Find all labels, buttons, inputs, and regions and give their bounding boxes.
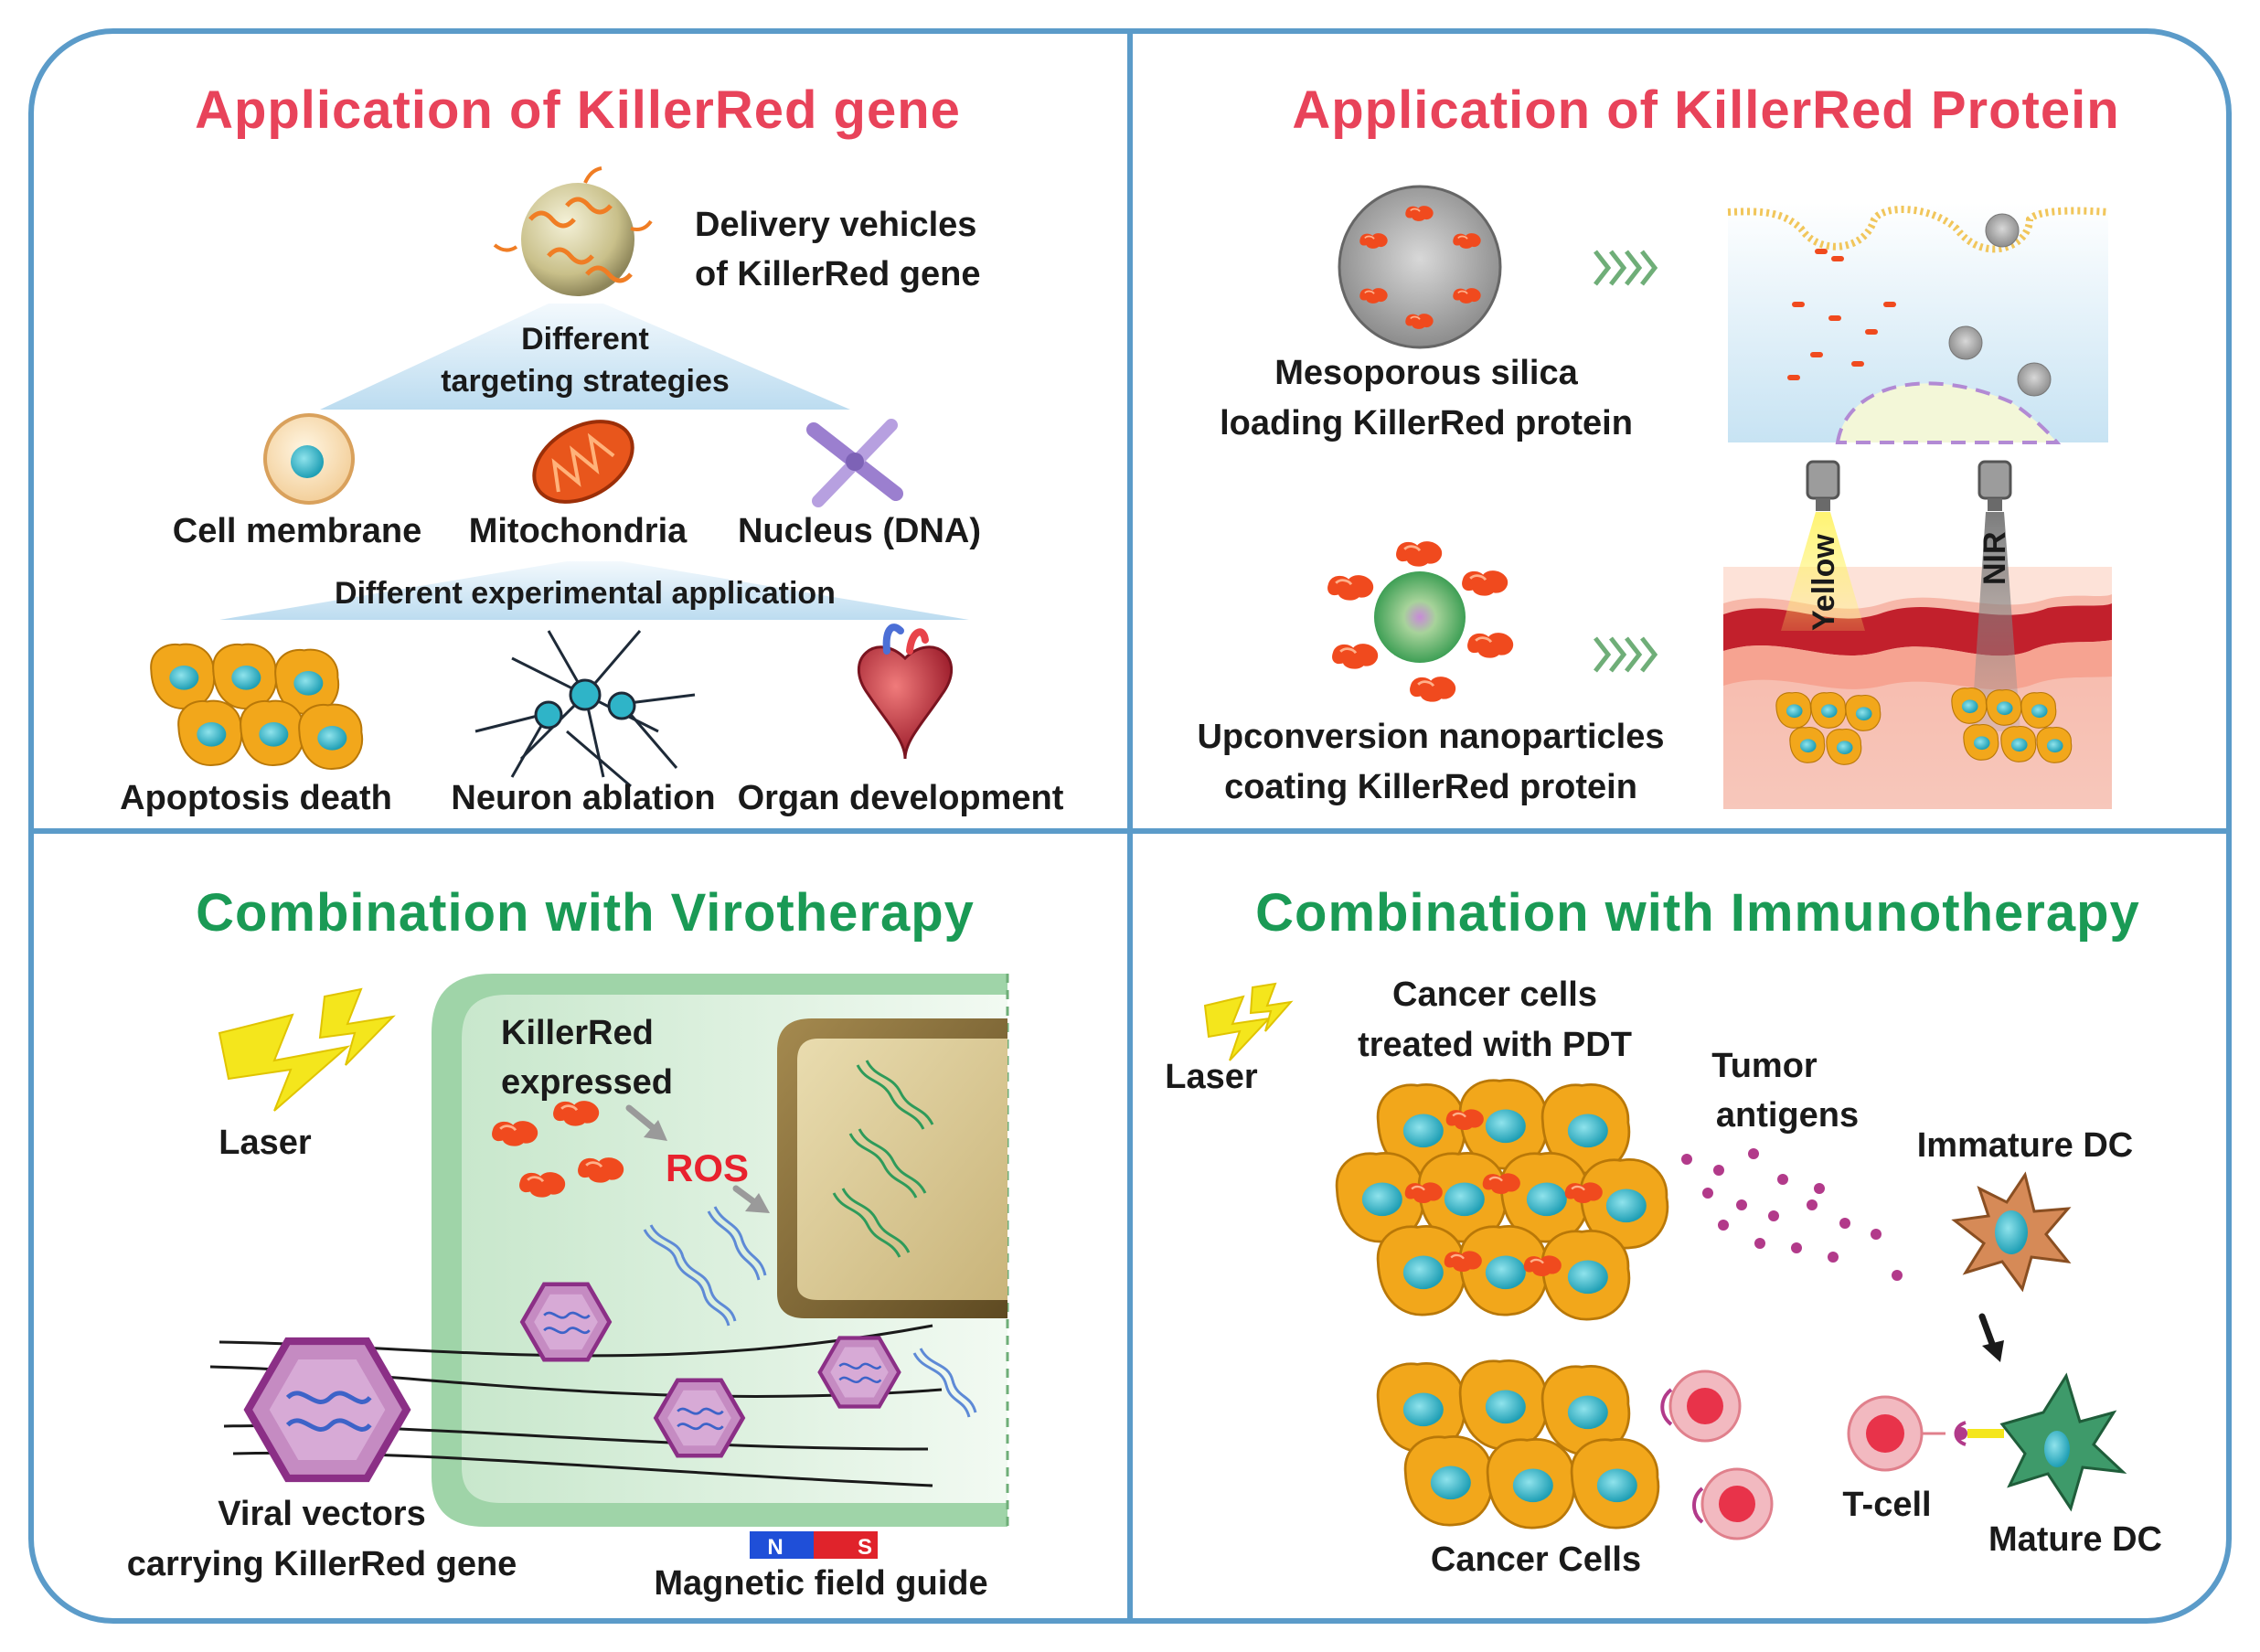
application-apoptosis: Apoptosis death bbox=[120, 779, 392, 817]
magnet-icon bbox=[750, 1531, 878, 1559]
arrow-chevrons-bottom-icon bbox=[1594, 636, 1658, 673]
viral-vector-cell-3-icon bbox=[820, 1338, 900, 1407]
t-cell-attacking-1-icon bbox=[1660, 1370, 1742, 1443]
laser-bolt-icon bbox=[218, 987, 396, 1112]
experimental-application-banner bbox=[219, 561, 969, 620]
delivery-vehicle-icon bbox=[493, 166, 653, 296]
application-organ: Organ development bbox=[738, 779, 1064, 817]
tissue-irradiation-scene bbox=[1723, 567, 2112, 809]
immuno-laser-bolt-icon bbox=[1203, 982, 1294, 1061]
mitochondria-icon bbox=[532, 420, 634, 504]
target-mitochondria: Mitochondria bbox=[469, 512, 688, 550]
mature-dc-label: Mature DC bbox=[1988, 1520, 2162, 1559]
tumor-antigen-dots bbox=[1681, 1148, 1903, 1281]
magnet-n-label: N bbox=[767, 1535, 783, 1560]
free-dna-strands-icon bbox=[643, 1206, 977, 1418]
panel-immuno-title: Combination with Immunotherapy bbox=[1255, 883, 2140, 943]
arrowhead-to-ros-icon bbox=[644, 1120, 667, 1141]
t-cell-icon bbox=[1847, 1395, 1967, 1472]
magnet-s-label: S bbox=[858, 1535, 872, 1560]
t-cell-attacking-2-icon bbox=[1692, 1467, 1774, 1540]
nucleus-box-icon bbox=[777, 1018, 1007, 1318]
application-neuron: Neuron ablation bbox=[451, 779, 715, 817]
cell-membrane-icon bbox=[263, 413, 355, 505]
target-cell-membrane: Cell membrane bbox=[173, 512, 421, 550]
upconversion-nanoparticle-icon bbox=[1326, 539, 1515, 704]
ros-label: ROS bbox=[666, 1146, 749, 1189]
viral-vector-cell-2-icon bbox=[656, 1380, 742, 1456]
yellow-light-label: Yellow bbox=[1807, 534, 1841, 631]
neuron-icon bbox=[474, 630, 696, 788]
panel-viro-title: Combination with Virotherapy bbox=[196, 883, 975, 943]
targeting-label-line1: Different bbox=[521, 322, 649, 357]
silica-label-line1: Mesoporous silica bbox=[1274, 354, 1578, 392]
dc-maturation-arrowhead-icon bbox=[1982, 1340, 2004, 1362]
target-nucleus: Nucleus (DNA) bbox=[738, 512, 981, 550]
nir-light-label: NIR bbox=[1978, 531, 2012, 585]
panel-killerred-gene: Application of KillerRed gene Delivery v… bbox=[120, 80, 1064, 817]
application-label: Different experimental application bbox=[335, 576, 836, 611]
t-cell-label: T-cell bbox=[1842, 1486, 1931, 1524]
cancer-cells-label: Cancer Cells bbox=[1431, 1540, 1641, 1579]
immature-dc-icon bbox=[1951, 1171, 2072, 1293]
panel-protein-title: Application of KillerRed Protein bbox=[1292, 80, 2119, 140]
delivery-label-line1: Delivery vehicles bbox=[695, 206, 976, 244]
yellow-light-source-icon bbox=[1781, 460, 1865, 631]
ucnp-label-line1: Upconversion nanoparticles bbox=[1197, 718, 1664, 756]
immature-dc-label: Immature DC bbox=[1917, 1126, 2134, 1165]
panel-immunotherapy: Combination with Immunotherapy Laser Can… bbox=[1165, 883, 2162, 1579]
immuno-laser-label: Laser bbox=[1165, 1058, 1258, 1096]
magnetic-field-label: Magnetic field guide bbox=[654, 1564, 987, 1603]
ucnp-label-line2: coating KillerRed protein bbox=[1224, 768, 1637, 806]
chromosome-icon bbox=[806, 419, 903, 507]
panel-killerred-protein: Application of KillerRed Protein Mesopor… bbox=[1197, 80, 2119, 809]
panel-virotherapy: Combination with Virotherapy Laser bbox=[127, 883, 1009, 1603]
pdt-treated-tumor-cluster bbox=[1335, 1078, 1669, 1321]
nir-light-source-icon bbox=[1971, 460, 2020, 731]
viral-vector-large-icon bbox=[248, 1341, 406, 1478]
targeting-label-line2: targeting strategies bbox=[441, 364, 730, 399]
viro-laser-label: Laser bbox=[219, 1124, 312, 1162]
viral-vectors-line1: Viral vectors bbox=[218, 1495, 425, 1533]
arrowhead-to-nucleus-icon bbox=[745, 1193, 770, 1213]
delivery-label-line2: of KillerRed gene bbox=[695, 255, 981, 293]
heart-icon bbox=[857, 623, 954, 760]
silica-label-line2: loading KillerRed protein bbox=[1220, 404, 1633, 442]
panel-gene-title: Application of KillerRed gene bbox=[195, 80, 961, 140]
treated-cells-line2: treated with PDT bbox=[1358, 1026, 1632, 1064]
killerred-expressed-line1: KillerRed bbox=[501, 1014, 654, 1052]
cell-uptake-scene bbox=[1727, 203, 2109, 444]
tumor-antigens-line2: antigens bbox=[1716, 1096, 1859, 1135]
treated-cells-line1: Cancer cells bbox=[1392, 975, 1597, 1014]
mesoporous-silica-icon bbox=[1338, 185, 1502, 349]
arrow-chevrons-top-icon bbox=[1594, 250, 1658, 286]
targeting-strategies-banner bbox=[320, 304, 850, 410]
killerred-expressed-line2: expressed bbox=[501, 1063, 673, 1102]
tumor-antigens-line1: Tumor bbox=[1711, 1047, 1818, 1085]
viral-vectors-line2: carrying KillerRed gene bbox=[127, 1545, 517, 1583]
viral-vector-cell-1-icon bbox=[522, 1284, 609, 1360]
cancer-cells-cluster bbox=[1376, 1359, 1660, 1529]
mature-dc-icon bbox=[1967, 1372, 2127, 1512]
